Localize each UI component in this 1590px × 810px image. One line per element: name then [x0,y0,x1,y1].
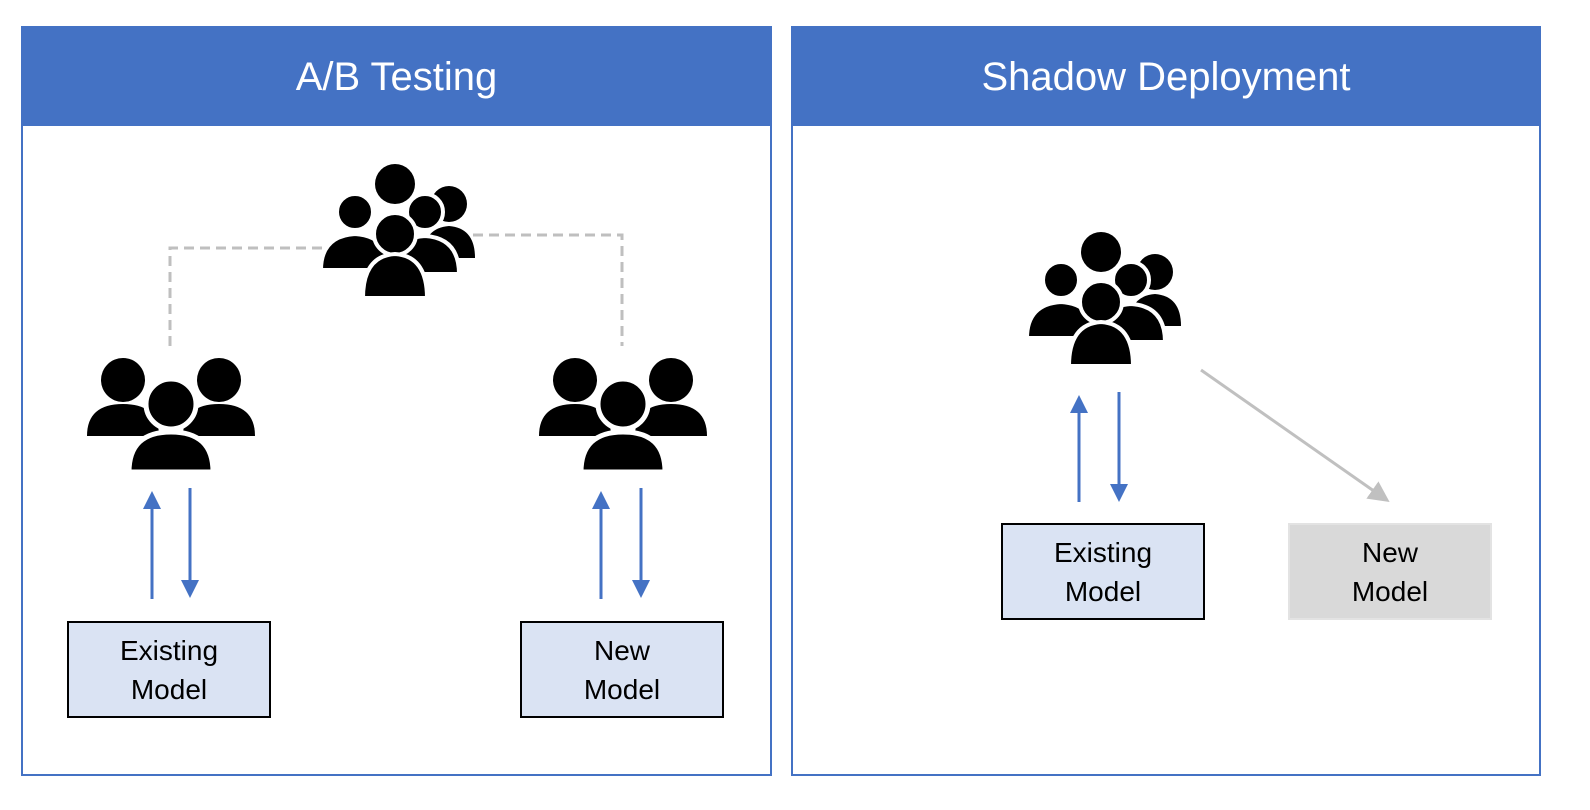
users-group-icon [1025,230,1183,368]
new-model-box: New Model [520,621,724,718]
shadow-deployment-graphics [1025,230,1390,503]
new-model-box: New Model [1288,523,1492,620]
ab-testing-graphics [23,162,774,599]
box-label-line: New [593,634,650,666]
user-group-icon [87,358,255,472]
box-label-line: Model [130,673,208,705]
box-label-line: Existing [119,634,219,666]
panel-title: A/B Testing [23,28,770,126]
existing-model-box: Existing Model [1001,523,1205,620]
box-label-line: New [1361,536,1418,568]
shadow-traffic-arrow [1200,368,1390,503]
panel-title: Shadow Deployment [793,28,1539,126]
box-label-line: Model [1351,575,1429,607]
dashed-connector-left [168,246,323,346]
ab-testing-panel: A/B Testing Existing Model [21,26,772,776]
box-label-line: Model [1064,575,1142,607]
box-label-line: Model [583,673,661,705]
existing-model-box: Existing Model [67,621,271,718]
box-label-line: Existing [1053,536,1153,568]
shadow-deployment-panel: Shadow Deployment Existing Model New Mod… [791,26,1541,776]
user-group-icon [539,358,707,472]
dashed-connector-right [473,233,624,346]
users-group-icon [319,162,477,300]
